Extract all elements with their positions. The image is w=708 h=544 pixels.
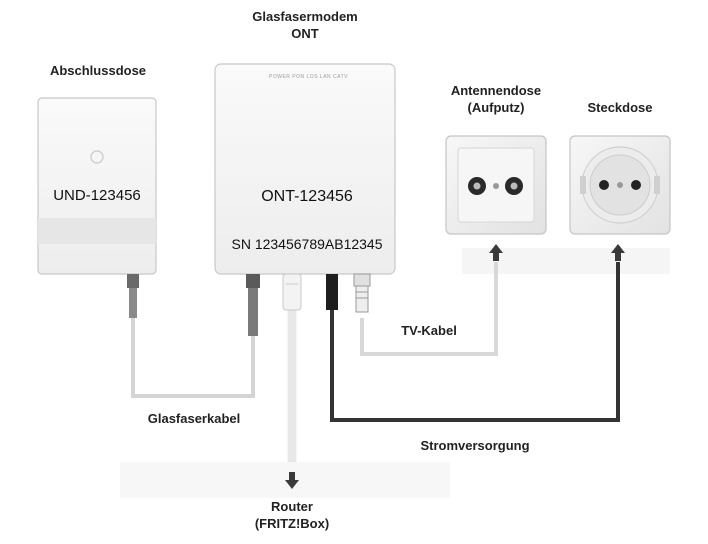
stromversorgung-label: Stromversorgung (420, 438, 530, 453)
fiber-cable (131, 318, 255, 398)
ont-id: ONT-123456 (261, 188, 353, 205)
antennendose-label-line2: (Aufputz) (467, 100, 525, 115)
glasfaserkabel-label: Glasfaserkabel (147, 411, 241, 426)
steckdose-label: Steckdose (587, 100, 653, 115)
steckdose-device (569, 135, 671, 235)
ont-led-labels: POWER PON LOS LAN CATV (269, 74, 348, 80)
power-cable (330, 262, 620, 422)
arrow-down-icon (285, 472, 299, 489)
tv-cable (360, 262, 498, 356)
abschlussdose-label: Abschlussdose (49, 63, 147, 78)
router-label-line2: (FRITZ!Box) (254, 516, 330, 531)
router-label-line1: Router (271, 499, 313, 514)
ethernet-connector (282, 273, 302, 311)
ont-device (214, 63, 396, 275)
arrow-up-icon (611, 244, 625, 261)
indicator-ring-icon (90, 150, 104, 164)
power-connector (326, 274, 338, 310)
fiber-connector-left (127, 274, 139, 318)
arrow-up-icon (489, 244, 503, 261)
modem-label-line2: ONT (291, 26, 319, 41)
power-pin-icon (631, 180, 641, 190)
antennendose-device (445, 135, 547, 235)
antennendose-label-line1: Antennendose (450, 83, 542, 98)
ont-serial: SN 123456789AB12345 (231, 236, 383, 252)
und-id: UND-123456 (53, 187, 141, 204)
tv-kabel-label: TV-Kabel (401, 323, 457, 338)
modem-label-line1: Glasfasermodem (252, 9, 358, 24)
abschlussdose-device (37, 97, 157, 275)
fiber-connector-right (246, 274, 260, 336)
power-pin-icon (599, 180, 609, 190)
coax-connector (353, 273, 371, 313)
